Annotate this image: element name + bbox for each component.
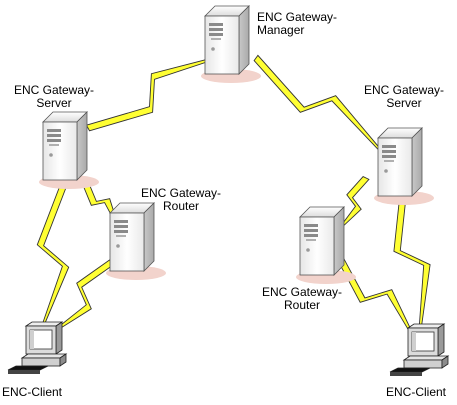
left-router-label-line1: ENC Gateway- xyxy=(140,186,222,200)
left-client-label: ENC-Client xyxy=(2,385,63,399)
left-router-icon xyxy=(105,202,167,281)
right-router-label: ENC Gateway- Router xyxy=(256,286,348,312)
right-server-label: ENC Gateway- Server xyxy=(359,84,449,110)
link-left-server-manager xyxy=(85,56,218,132)
left-server-icon xyxy=(38,111,100,190)
manager-server-icon xyxy=(200,5,262,84)
left-server-label: ENC Gateway- Server xyxy=(10,84,98,110)
right-client-label: ENC-Client xyxy=(386,385,447,399)
manager-label-line2: Manager xyxy=(257,23,305,37)
left-server-label-line1: ENC Gateway- xyxy=(13,83,95,97)
left-router-label-line2: Router xyxy=(162,199,200,213)
left-server-label-line2: Server xyxy=(36,96,72,110)
right-server-icon xyxy=(373,127,435,206)
right-router-label-line2: Router xyxy=(283,298,321,312)
link-right-router-right-client xyxy=(337,255,414,336)
right-router-label-line1: ENC Gateway- xyxy=(261,285,343,299)
right-client-icon xyxy=(389,323,449,377)
link-left-server-left-client xyxy=(36,182,70,329)
manager-label-line1: ENC Gateway- xyxy=(257,10,338,24)
manager-label: ENC Gateway- Manager xyxy=(257,11,337,37)
right-server-label-line2: Server xyxy=(386,96,422,110)
link-right-server-right-router xyxy=(340,176,370,227)
right-server-label-line1: ENC Gateway- xyxy=(363,83,445,97)
left-router-label: ENC Gateway- Router xyxy=(135,187,227,213)
left-client-icon xyxy=(7,321,67,375)
